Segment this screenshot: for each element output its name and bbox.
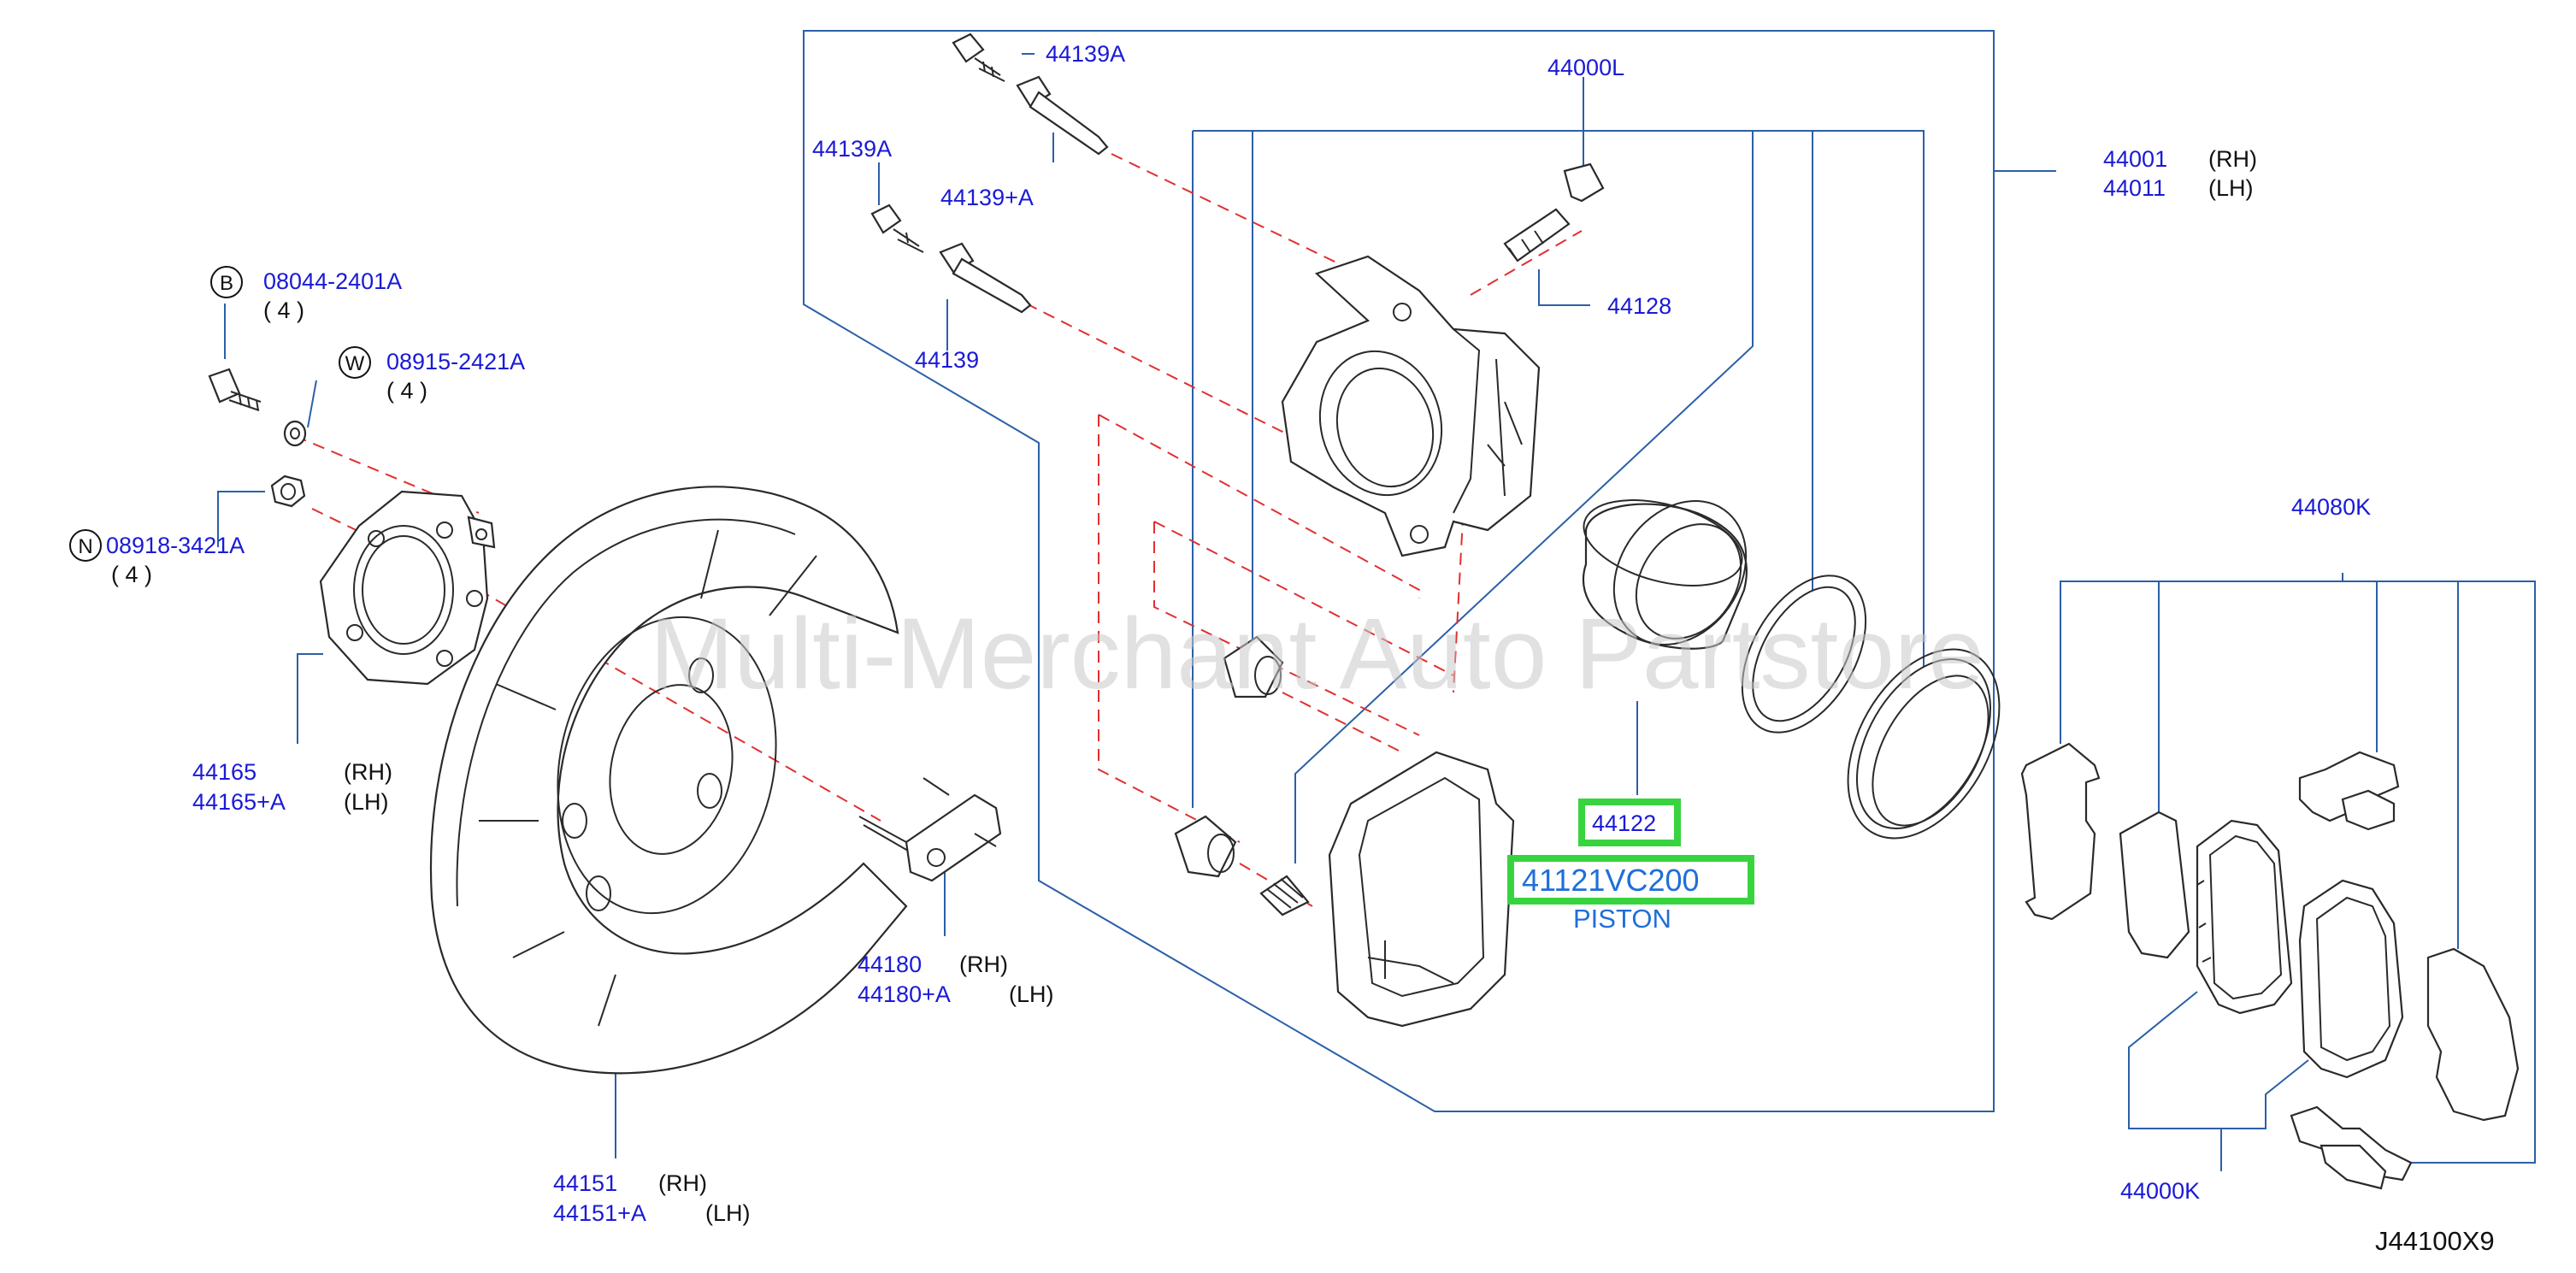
callout-n-circle [69,529,102,562]
dash-boot [1282,692,1403,753]
dash-bleeder [1470,230,1583,296]
label-44139pa[interactable]: 44139+A [940,185,1034,210]
dash-box-inner [1153,521,1454,736]
callout-n-letter: N [78,535,92,558]
label-08044-2401a[interactable]: 08044-2401A [263,268,402,294]
callout-w-circle [339,346,371,379]
pad-clip-lower-part [2290,1105,2413,1190]
guide-boot-upper-part [1223,635,1284,698]
label-41121vc200[interactable]: 41121VC200 [1522,863,1700,898]
label-44151[interactable]: 44151 [553,1170,617,1196]
dash-pin-upper [1111,153,1360,274]
pad-kit-frame-right [2343,581,2536,1164]
label-44139a-top[interactable]: 44139A [1046,41,1125,67]
dash-box-outer [1098,414,1420,843]
label-44080k[interactable]: 44080K [2291,494,2371,520]
dash-pin-lower [1025,303,1420,501]
label-08044-qty: ( 4 ) [263,298,304,323]
washer-w-part [283,420,307,447]
label-44165a-side: (LH) [344,789,389,815]
label-44165[interactable]: 44165 [192,759,256,785]
brake-pad-inner-part [2196,819,2293,1015]
assembly-frames [217,30,2536,1171]
caliper-body-part [1281,255,1541,557]
label-44165-side: (RH) [344,759,392,785]
label-44000k[interactable]: 44000K [2120,1178,2200,1204]
label-44151a-side: (LH) [705,1200,751,1226]
label-44011[interactable]: 44011 [2103,175,2166,201]
adapter-bracket-part [319,490,496,686]
caliper-assembly-frame [803,30,1995,1112]
leader-bracket [297,653,323,744]
label-44139a-left[interactable]: 44139A [812,136,892,162]
pad-kit-frame-left [2060,573,2343,744]
dust-boot-part [1847,648,2001,840]
label-44001[interactable]: 44001 [2103,146,2167,172]
caliper-bracket-part [1328,751,1515,1028]
pad-set-leader-left [2128,991,2221,1129]
highlight-44122-box [1578,799,1681,846]
label-44000l[interactable]: 44000L [1547,55,1624,80]
pad-set-leader-right [2221,1059,2309,1129]
dash-caliper-vertical [1453,375,1471,693]
hub-part [858,777,1002,882]
labels: 44139A 44000L 44139A 44139+A 44001 (RH) … [106,41,2495,1256]
callout-b-circle [210,266,243,298]
backing-plate-part [429,486,908,1075]
label-44139[interactable]: 44139 [915,347,979,373]
label-44180-side: (RH) [959,952,1008,977]
label-44151a[interactable]: 44151+A [553,1200,646,1226]
slide-pin-lower-part [870,203,1032,314]
dash-nut [311,508,480,591]
guide-boot-lower-part [1174,815,1237,878]
label-44122[interactable]: 44122 [1592,810,1656,836]
pad-clip-upper-part [2298,751,2400,831]
label-44180a[interactable]: 44180+A [858,981,951,1007]
label-08915-2421a[interactable]: 08915-2421A [386,349,525,374]
leader-washer-w [307,380,317,428]
diagram-reference-code: J44100X9 [2375,1226,2495,1256]
slide-pin-upper-part [952,32,1109,156]
piston-seal-part [1741,575,1867,734]
label-44180[interactable]: 44180 [858,952,922,977]
label-44151-side: (RH) [658,1170,707,1196]
label-08915-qty: ( 4 ) [386,378,427,404]
parts [208,32,2520,1190]
nut-n-part [270,474,306,508]
label-44165a[interactable]: 44165+A [192,789,286,815]
callout-w-letter: W [345,352,365,375]
kit-leader-pin-boot [1294,131,1754,863]
kit-frame-top [1193,130,1925,667]
callouts: B W N [69,266,371,562]
label-44128[interactable]: 44128 [1607,293,1671,319]
piston-part [1582,499,1748,650]
leader-44128 [1538,269,1590,306]
label-44001-side: (RH) [2208,146,2257,172]
pad-shim-outer-part [2426,947,2520,1122]
pad-shim-1-part [2020,742,2101,921]
guide-spring-part [1259,875,1310,916]
label-08918-qty: ( 4 ) [111,562,152,587]
bolt-b-part [208,368,262,411]
bleeder-part [1503,162,1605,262]
label-44011-side: (LH) [2208,175,2254,201]
label-08918-3421a[interactable]: 08918-3421A [106,533,245,558]
brake-pad-outer-part [2298,879,2404,1079]
callout-b-letter: B [220,272,233,295]
leader-nut-n [217,491,265,547]
highlight-41121vc200-box [1507,855,1754,905]
watermark-text: Multi-Merchant Auto Partstore [650,598,1984,710]
label-44180a-side: (LH) [1009,981,1054,1007]
label-piston: PISTON [1573,904,1671,934]
pad-shim-2-part [2119,810,2190,959]
